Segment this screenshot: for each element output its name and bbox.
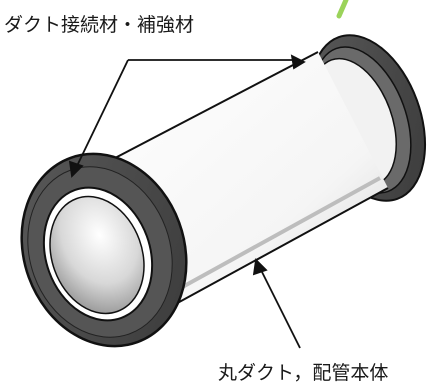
connector-label: ダクト接続材・補強材	[4, 14, 195, 36]
pipe-top-edge	[91, 51, 319, 171]
accent-stroke	[336, 0, 349, 19]
connector-leader	[68, 54, 306, 178]
front-flange	[20, 152, 188, 348]
duct-body-label: 丸ダクト，配管本体	[218, 362, 389, 384]
duct-body-leader	[252, 258, 301, 349]
pipe-shadow-line	[147, 176, 381, 308]
pipe-bottom-edge	[149, 187, 389, 319]
duct-inner-bore	[49, 195, 145, 315]
